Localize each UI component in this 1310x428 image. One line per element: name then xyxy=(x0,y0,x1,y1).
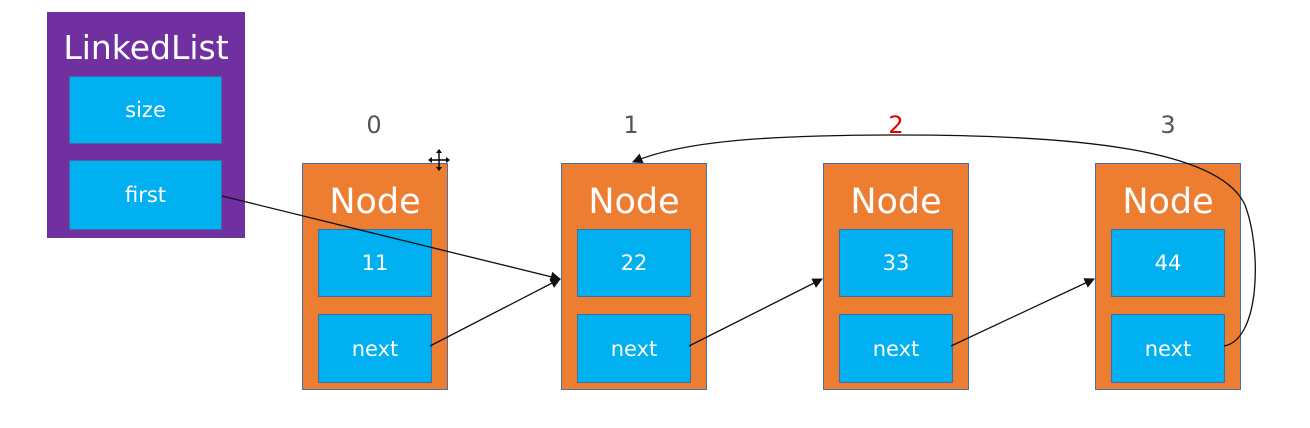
node-title: Node xyxy=(588,182,680,222)
next-arrow-2-to-3 xyxy=(950,278,1095,347)
next-arrow-0-to-1 xyxy=(429,278,561,347)
move-cursor-icon xyxy=(428,149,450,171)
node-next-field: next xyxy=(1111,314,1225,383)
node-index-0: 0 xyxy=(366,111,382,139)
node-next-field: next xyxy=(839,314,953,383)
first-field: first xyxy=(69,160,222,230)
node-index-3: 3 xyxy=(1160,111,1176,139)
node-title: Node xyxy=(850,182,942,222)
node-value-field: 22 xyxy=(577,229,691,297)
node-value-field: 33 xyxy=(839,229,953,297)
node-1: Node 22 next xyxy=(561,163,707,390)
node-0: Node 11 next xyxy=(302,163,448,390)
node-3: Node 44 next xyxy=(1095,163,1241,390)
size-field: size xyxy=(69,76,222,144)
node-index-1: 1 xyxy=(623,111,639,139)
node-title: Node xyxy=(1122,182,1214,222)
linkedlist-title: LinkedList xyxy=(63,28,229,67)
node-2: Node 33 next xyxy=(823,163,969,390)
node-value-field: 11 xyxy=(318,229,432,297)
node-index-2: 2 xyxy=(888,111,904,139)
linkedlist-box: LinkedList size first xyxy=(47,12,245,238)
node-next-field: next xyxy=(318,314,432,383)
node-value-field: 44 xyxy=(1111,229,1225,297)
node-next-field: next xyxy=(577,314,691,383)
next-arrow-1-to-2 xyxy=(688,278,823,347)
node-title: Node xyxy=(329,182,421,222)
